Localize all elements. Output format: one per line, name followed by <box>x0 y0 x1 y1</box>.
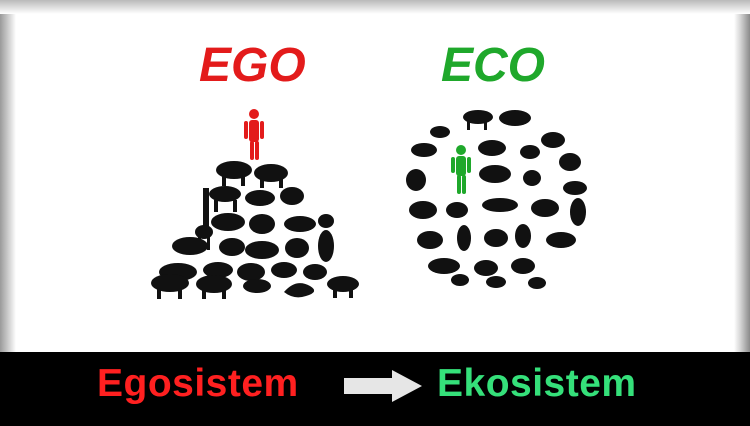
animal-pyramid-icon <box>151 161 359 299</box>
ego-label: EGO <box>199 39 306 92</box>
human-green-icon <box>451 145 471 194</box>
caption-ekosistem: Ekosistem <box>437 362 637 405</box>
top-shadow <box>0 0 750 14</box>
animal-circle-icon <box>406 110 587 289</box>
eco-label: ECO <box>441 39 546 92</box>
right-arrow-icon <box>344 370 422 402</box>
silhouette-illustration <box>151 109 587 299</box>
caption-egosistem: Egosistem <box>97 362 299 405</box>
human-red-icon <box>244 109 264 160</box>
